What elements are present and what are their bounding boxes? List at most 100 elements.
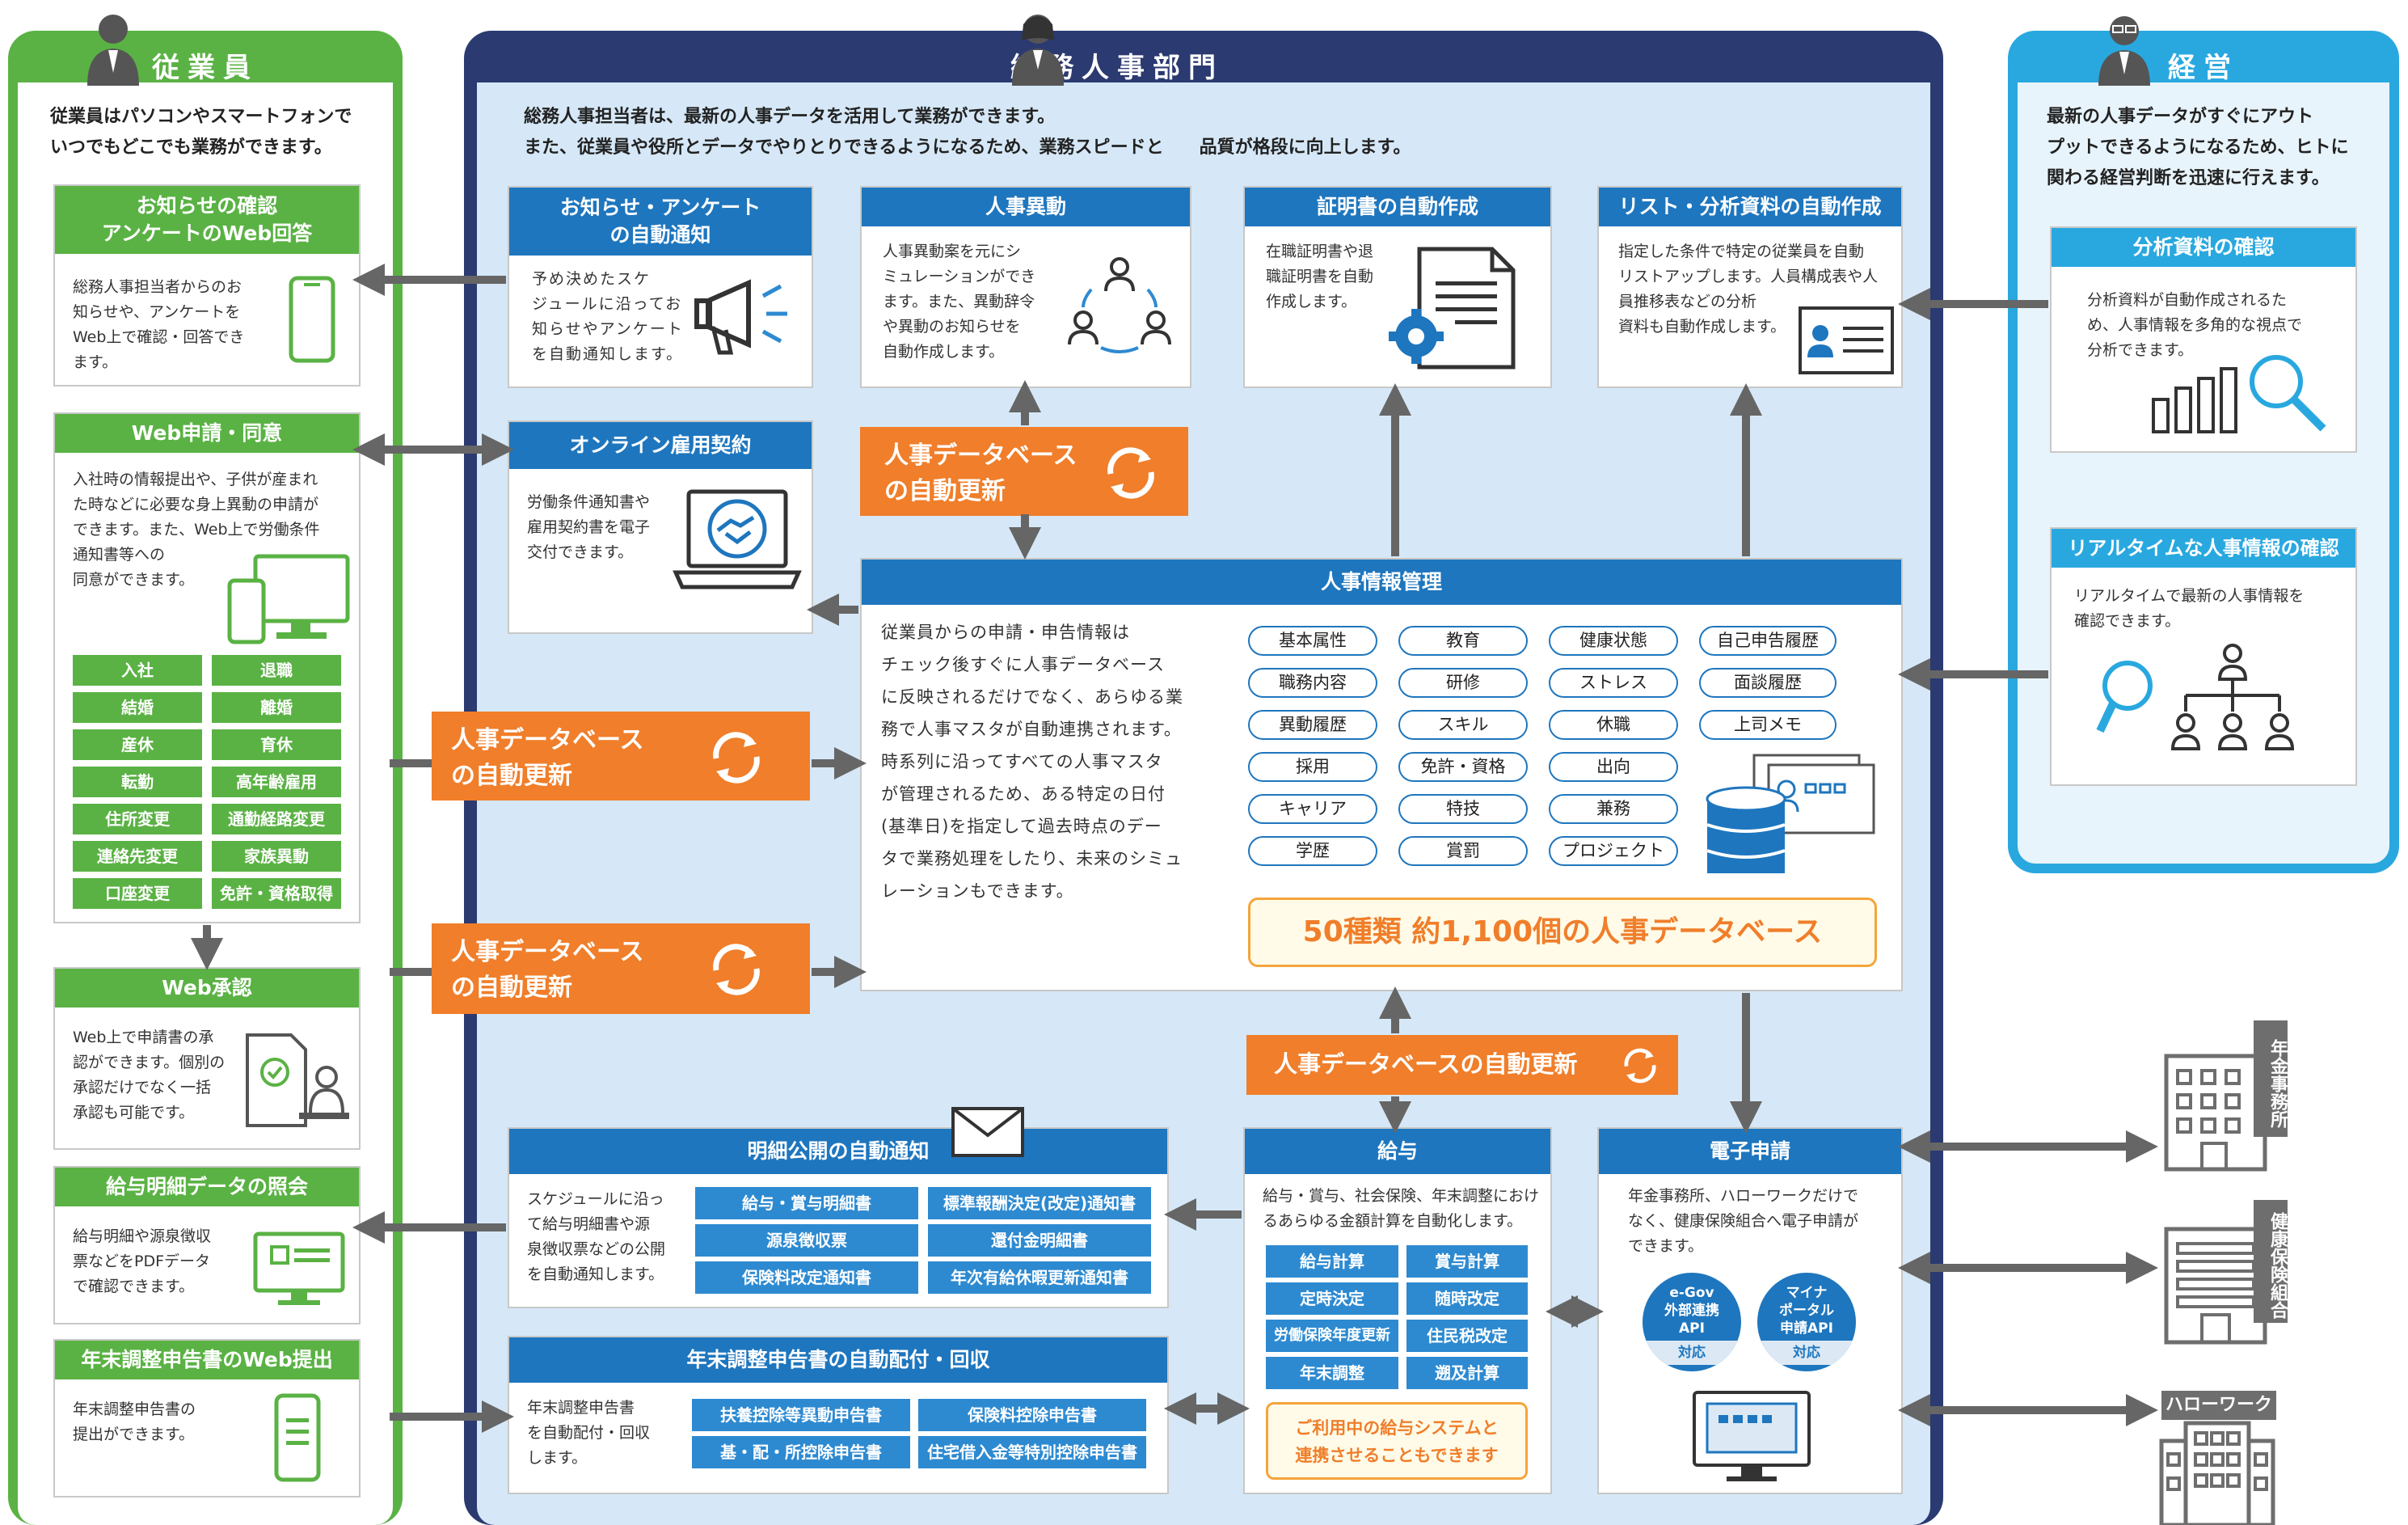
text-line: 入社時の情報提出や、子供が産まれ <box>73 471 318 488</box>
pill-stress: ストレス <box>1549 668 1678 698</box>
text-line: 承認だけでなく一括 <box>73 1079 212 1096</box>
pill-skill: スキル <box>1398 710 1528 740</box>
egov-title: 電子申請 <box>1599 1129 1901 1174</box>
person-icon <box>2098 16 2150 86</box>
text-line: 時系列に沿ってすべての人事マスタ <box>881 752 1163 771</box>
pill-attr: 基本属性 <box>1248 626 1377 656</box>
pill-concurrent: 兼務 <box>1549 794 1678 824</box>
pill-health: 健康状態 <box>1549 626 1678 656</box>
contract-box: オンライン雇用契約 労働条件通知書や 雇用契約書を電子 交付できます。 <box>508 420 813 634</box>
tag-divorce: 離婚 <box>212 692 341 723</box>
list-text: 指定した条件で特定の従業員を自動 リストアップします。人員構成表や人 員推移表な… <box>1618 239 1893 340</box>
payroll-text: 給与・賞与、社会保険、年末調整におけ るあらゆる金額計算を自動化します。 <box>1263 1184 1546 1234</box>
item-periodic: 定時決定 <box>1266 1282 1398 1315</box>
item-insurance-deduction: 保険料控除申告書 <box>918 1399 1146 1431</box>
text-line: 年金事務所、ハローワークだけで <box>1628 1187 1859 1205</box>
text-line: ジュールに沿ってお <box>532 295 683 313</box>
payslip-title: 給与明細データの照会 <box>55 1168 359 1206</box>
text-line: 給与明細や源泉徴収 <box>73 1227 212 1245</box>
text-line: します。 <box>527 1449 588 1467</box>
web-app-title: Web申請・同意 <box>55 414 359 453</box>
title-line: お知らせの確認 <box>136 194 278 218</box>
item-adhoc: 随時改定 <box>1406 1282 1528 1315</box>
text-line: 労働条件通知書や <box>527 493 651 511</box>
pill-leave: 休職 <box>1549 710 1678 740</box>
text-line: 交付できます。 <box>527 543 634 561</box>
badge-line: e-Gov <box>1669 1285 1714 1301</box>
badge-line: 人事データベース <box>451 938 644 966</box>
badge-line: 人事データベースの自動更新 <box>1274 1050 1578 1078</box>
analysis-box: 分析資料の確認 分析資料が自動作成されるた め、人事情報を多角的な視点で 分析で… <box>2050 226 2357 453</box>
pill-hire: 採用 <box>1248 752 1377 782</box>
tag-join: 入社 <box>73 655 202 686</box>
building-icon <box>2164 1227 2267 1345</box>
text-line: 指定した条件で特定の従業員を自動 <box>1618 243 1865 260</box>
text-line: 通知書等への <box>73 546 166 564</box>
item-housing-loan: 住宅借入金等特別控除申告書 <box>918 1436 1146 1468</box>
hr-intro: 総務人事担当者は、最新の人事データを活用して業務ができます。 また、従業員や役所… <box>524 102 1655 163</box>
text-line: 職証明書を自動 <box>1266 268 1374 285</box>
yearend-box: 年末調整申告書のWeb提出 年末調整申告書の 提出ができます。 <box>53 1339 361 1498</box>
text-line: 務で人事マスタが自動連携されます。 <box>881 720 1182 739</box>
text-line: や異動のお知らせを <box>883 318 1021 336</box>
text-line: に反映されるだけでなく、あらゆる業 <box>881 687 1183 707</box>
web-approve-text: Web上で申請書の承 認ができます。個別の 承認だけでなく一括 承認も可能です。 <box>73 1025 267 1126</box>
auto-update-badge: 人事データベース の自動更新 <box>860 427 1188 516</box>
transfer-text: 人事異動案を元にシ ミュレーションができ ます。また、異動辞令 や異動のお知らせ… <box>883 239 1052 365</box>
text-line: 票などをPDFデータ <box>73 1253 211 1270</box>
egov-box: 電子申請 年金事務所、ハローワークだけで なく、健康保険組合へ電子申請が できま… <box>1597 1127 1903 1494</box>
payslip-text: 給与明細や源泉徴収 票などをPDFデータ で確認できます。 <box>73 1224 267 1299</box>
badge-line: 人事データベース <box>451 726 644 754</box>
pill-transfer: 異動履歴 <box>1248 710 1377 740</box>
text-line: 在職証明書や退 <box>1266 243 1374 260</box>
tag-family: 家族異動 <box>212 841 341 872</box>
badge-line: 人事データベース <box>884 441 1077 470</box>
auto-update-badge: 人事データベース の自動更新 <box>432 712 810 801</box>
item-paidleave: 年次有給休暇更新通知書 <box>928 1261 1151 1294</box>
contract-title: オンライン雇用契約 <box>509 422 812 469</box>
monitor-icon <box>253 1231 345 1305</box>
cert-box: 証明書の自動作成 在職証明書や退 職証明書を自動 作成します。 <box>1243 186 1552 388</box>
pill-academic: 学歴 <box>1248 836 1377 866</box>
pill-job: 職務内容 <box>1248 668 1377 698</box>
payroll-title: 給与 <box>1245 1129 1550 1174</box>
building-icon <box>2159 1421 2275 1525</box>
text-line: 提出ができます。 <box>73 1426 195 1443</box>
item-salary-calc: 給与計算 <box>1266 1245 1398 1278</box>
payslip-box: 給与明細データの照会 給与明細や源泉徴収 票などをPDFデータ で確認できます。 <box>53 1166 361 1324</box>
text-line: 年末調整申告書 <box>527 1399 635 1417</box>
note-line: ご利用中の給与システムと <box>1295 1418 1499 1438</box>
text-line: 泉徴収票などの公開 <box>527 1240 666 1258</box>
web-app-text: 入社時の情報提出や、子供が産まれ た時などに必要な身上異動の申請が できます。ま… <box>73 467 356 593</box>
intro-line: また、従業員や役所とデータでやりとりできるようになるため、業務スピードと 品質が… <box>524 137 1411 158</box>
text-line: 知らせや、アンケートを <box>73 303 241 321</box>
text-line: Web上で申請書の承 <box>73 1029 214 1046</box>
yearend-title: 年末調整申告書のWeb提出 <box>55 1341 359 1379</box>
text-line: を自動配付・回収 <box>527 1424 651 1442</box>
text-line: 作成します。 <box>1266 293 1357 310</box>
tag-account: 口座変更 <box>73 878 202 909</box>
notify-box: お知らせ・アンケート の自動通知 予め決めたスケ ジュールに沿ってお 知らせやア… <box>508 186 813 388</box>
yearend-text: 年末調整申告書の 提出ができます。 <box>73 1397 267 1447</box>
tag-license: 免許・資格取得 <box>212 878 341 909</box>
management-intro: 最新の人事データがすぐにアウト プットできるようになるため、ヒトに 関わる経営判… <box>2047 102 2386 194</box>
text-line: チェック後すぐに人事データベース <box>881 655 1165 674</box>
pill-interview: 面談履歴 <box>1699 668 1837 698</box>
item-premium: 保険料改定通知書 <box>695 1261 918 1294</box>
analysis-text: 分析資料が自動作成されるた め、人事情報を多角的な視点で 分析できます。 <box>2087 288 2346 363</box>
pill-training: 研修 <box>1398 668 1528 698</box>
cert-text: 在職証明書や退 職証明書を自動 作成します。 <box>1266 239 1403 315</box>
text-line: 知らせやアンケート <box>532 320 684 338</box>
text-line: 認ができます。個別の <box>73 1054 226 1071</box>
employee-title: 従業員 <box>152 52 259 84</box>
badge-line: の自動更新 <box>451 762 572 790</box>
tag-maternity: 産休 <box>73 729 202 760</box>
intro-line: 関わる経営判断を迅速に行えます。 <box>2047 168 2330 188</box>
intro-line: 従業員はパソコンやスマートフォンで <box>50 107 352 127</box>
text-line: 予め決めたスケ <box>532 270 652 288</box>
web-approve-box: Web承認 Web上で申請書の承 認ができます。個別の 承認だけでなく一括 承認… <box>53 967 361 1150</box>
tag-childcare: 育休 <box>212 729 341 760</box>
approval-icon <box>246 1033 349 1127</box>
badge-line: マイナ <box>1786 1285 1828 1301</box>
pill-project: プロジェクト <box>1549 836 1678 866</box>
